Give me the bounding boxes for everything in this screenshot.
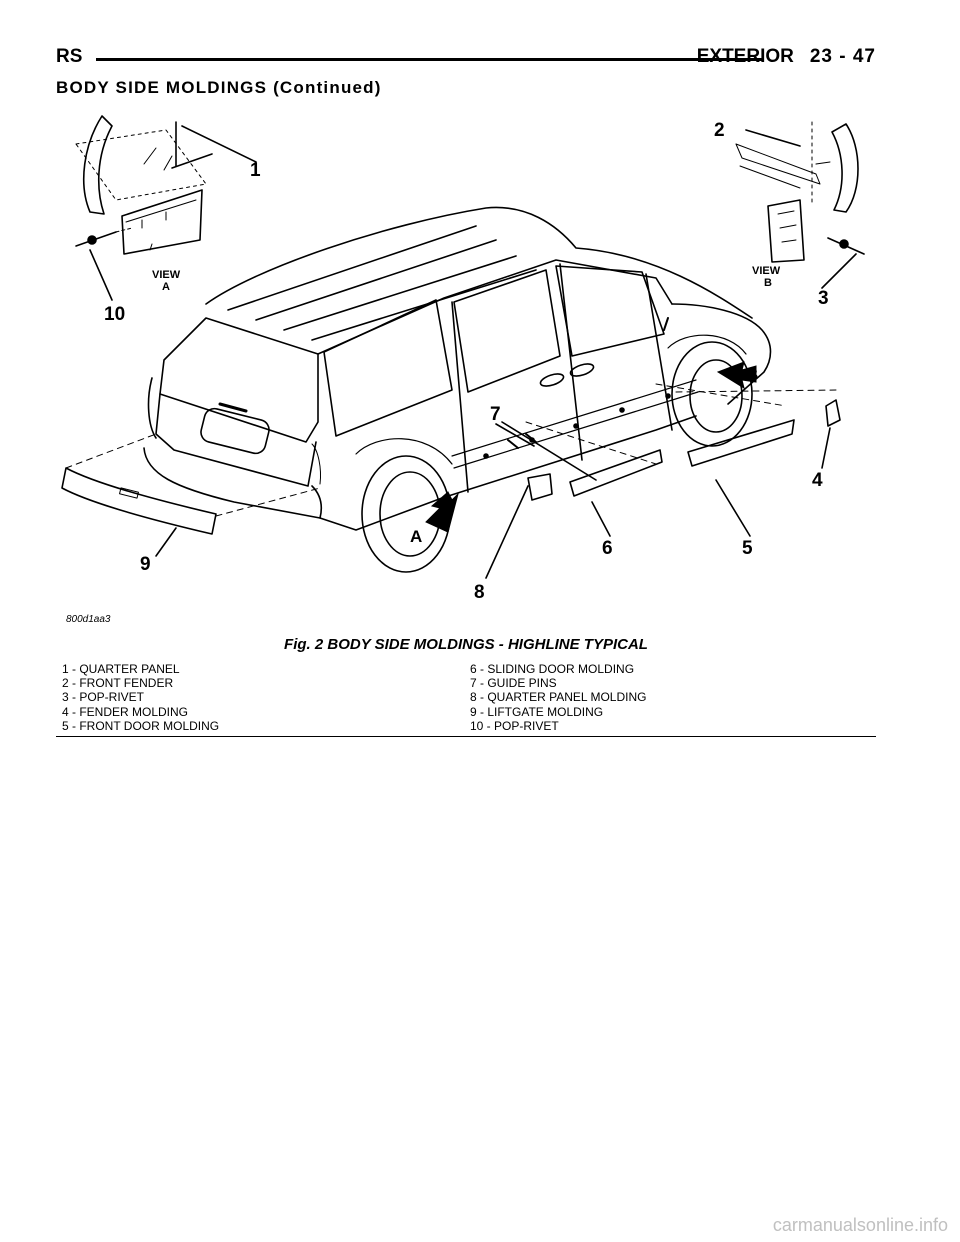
callout-leader-1 [181,125,257,163]
legend-item: 8 - QUARTER PANEL MOLDING [470,690,647,705]
legend-column-left: 1 - QUARTER PANEL 2 - FRONT FENDER 3 - P… [62,662,219,733]
quarter-panel-molding [527,473,553,501]
legend-item: 1 - QUARTER PANEL [62,662,180,676]
fender-molding [825,399,841,427]
callout-leader-3 [821,253,857,289]
callout-leader-7b [495,423,535,447]
callout-leader-5 [715,479,751,537]
callout-leader-8 [485,485,529,579]
legend-item: 6 - SLIDING DOOR MOLDING [470,662,635,676]
marker-b: B [746,365,758,384]
header-section: EXTERIOR [696,46,794,67]
header-page-number: 23 - 47 [809,46,876,67]
legend-bottom-rule [56,736,876,737]
guide-pins [507,433,537,449]
header-model-code: RS [56,46,83,67]
legend-item: 7 - GUIDE PINS [470,676,557,691]
marker-a: A [410,527,422,546]
figure-legend: 1 - QUARTER PANEL 2 - FRONT FENDER 3 - P… [62,662,876,734]
liftgate-molding [61,467,217,535]
view-b-inset [735,121,865,263]
callout-leader-7 [501,421,597,481]
legend-item: 2 - FRONT FENDER [62,676,174,691]
view-a-label-line1: VIEW [152,269,181,281]
legend-item: 9 - LIFTGATE MOLDING [470,704,604,719]
callout-9: 9 [140,554,151,575]
callout-2: 2 [714,120,725,141]
callout-leader-4 [821,427,831,469]
callout-leader-6 [591,501,611,537]
legend-item: 10 - POP-RIVET [470,718,559,733]
figure-body-side-moldings: A B VIEW A VIEW B 1 2 3 4 5 6 7 8 9 10 8… [56,104,886,634]
view-b-label-line1: VIEW [752,265,781,277]
page-header: RS EXTERIOR 23 - 47 [56,44,876,74]
van-illustration [143,206,772,573]
header-rule [96,58,764,61]
figure-caption: Fig. 2 BODY SIDE MOLDINGS - HIGHLINE TYP… [284,636,648,653]
callout-leader-9 [155,527,177,557]
view-a-arrow: A [410,491,459,546]
view-b-arrow: B [716,361,758,390]
callout-6: 6 [602,538,613,559]
callout-1: 1 [250,160,261,181]
front-door-molding [687,419,795,467]
watermark: carmanualsonline.info [772,1215,948,1235]
callout-8: 8 [474,582,485,603]
callout-leader-10 [89,249,113,301]
callout-3: 3 [818,288,829,309]
view-b-label-line2: B [764,277,772,289]
sliding-door-molding [569,449,663,497]
callout-7: 7 [490,404,501,425]
legend-column-right: 6 - SLIDING DOOR MOLDING 7 - GUIDE PINS … [470,662,646,733]
view-a-inset [75,115,213,255]
figure-image-code: 800d1aa3 [66,614,111,625]
figure-illustration: A B VIEW A VIEW B 1 2 3 4 5 6 7 8 9 10 8… [61,115,865,625]
legend-item: 3 - POP-RIVET [62,690,145,705]
view-a-label-line2: A [162,281,170,293]
callout-leader-2 [745,129,801,147]
callout-5: 5 [742,538,753,559]
callout-10: 10 [104,304,125,325]
legend-item: 4 - FENDER MOLDING [62,704,189,719]
legend-item: 5 - FRONT DOOR MOLDING [62,718,220,733]
callout-4: 4 [812,470,823,491]
section-title: BODY SIDE MOLDINGS (Continued) [56,78,382,97]
header-section-page: EXTERIOR 23 - 47 [697,46,876,68]
